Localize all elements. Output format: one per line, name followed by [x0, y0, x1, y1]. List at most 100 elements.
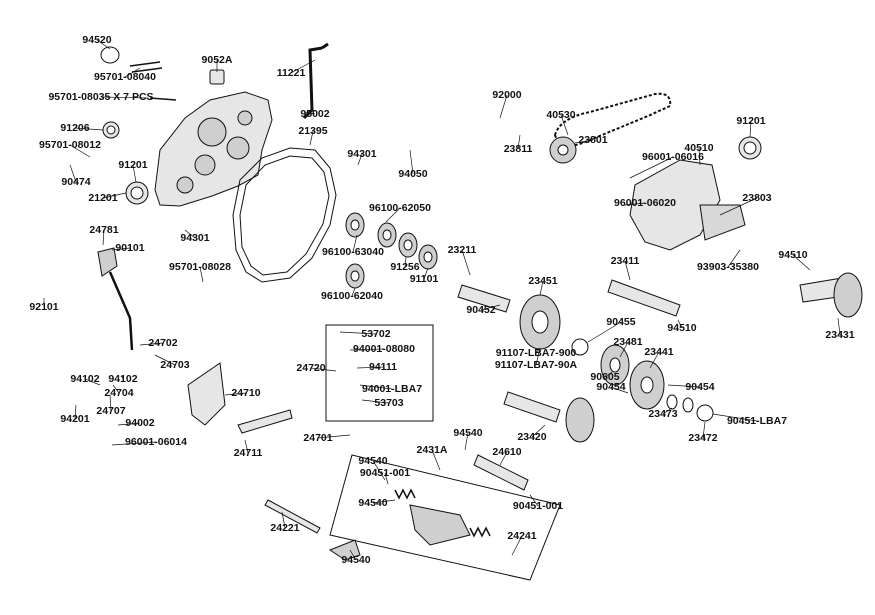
leader-line [517, 134, 521, 150]
leader-line [224, 392, 247, 396]
part-number-label: 23473 [648, 408, 677, 420]
leader-line [610, 386, 629, 394]
gear-23420 [503, 391, 595, 443]
leader-line [349, 549, 357, 561]
part-number-label: 90101 [115, 242, 144, 254]
leader-line [792, 254, 811, 271]
leader-line [139, 342, 164, 346]
part-number-label: 90454 [685, 381, 714, 393]
leader-line [727, 249, 741, 268]
part-number-label: 24720 [296, 362, 325, 374]
leader-line [102, 229, 105, 246]
part-number-label: 92000 [492, 89, 521, 101]
leader-line [464, 432, 469, 451]
part-number-label: 23441 [644, 346, 673, 358]
leader-line [361, 399, 390, 404]
shaft-23411 [607, 279, 681, 317]
leader-line [511, 535, 523, 556]
leader-line [385, 207, 401, 223]
part-number-label: 91201 [736, 115, 765, 127]
output-shaft-23431 [799, 272, 863, 318]
leader-line [539, 280, 544, 296]
leader-line [290, 59, 316, 74]
part-number-label: 94001-08080 [353, 343, 415, 355]
leader-line [74, 127, 104, 131]
leader-line [304, 111, 316, 115]
part-number-label: 21201 [88, 192, 117, 204]
bolts-95701 [129, 61, 177, 101]
springs-90451 [394, 488, 491, 538]
part-number-label: 24703 [160, 359, 189, 371]
leader-line [404, 256, 407, 268]
leader-line [698, 147, 701, 166]
part-number-label: 23411 [611, 255, 640, 267]
part-number-label: 95002 [300, 108, 329, 120]
part-number-label: 94540 [358, 455, 387, 467]
leader-line [109, 394, 112, 412]
leader-line [100, 96, 149, 99]
leader-line [702, 421, 706, 439]
leader-line [372, 460, 386, 481]
leader-line [111, 247, 131, 251]
leader-line [309, 130, 314, 146]
part-number-label: 91101 [410, 273, 439, 285]
part-number-label: 24710 [231, 387, 260, 399]
part-number-label: 90452 [466, 304, 495, 316]
part-number-label: 94001-LBA7 [362, 383, 422, 395]
part-number-label: 94301 [180, 232, 209, 244]
gear-23451 [519, 294, 561, 350]
leader-line [132, 164, 137, 183]
part-number-label: 94510 [778, 249, 807, 261]
leader-line [480, 304, 501, 311]
part-number-label: 91206 [60, 122, 89, 134]
leader-line [409, 149, 414, 175]
part-number-label: 9052A [202, 54, 233, 66]
leader-line [281, 511, 286, 529]
leader-line [662, 407, 673, 415]
shaft-23211 [457, 284, 511, 313]
part-number-label: 95701-08028 [169, 261, 231, 273]
leader-line [357, 153, 363, 166]
part-number-label: 94301 [347, 148, 376, 160]
part-number-label: 95701-08040 [94, 71, 156, 83]
part-number-label: 94540 [358, 497, 387, 509]
dipstick-tube [302, 42, 329, 120]
cover-gasket [232, 147, 337, 283]
leader-line [619, 341, 629, 358]
leader-line [461, 249, 471, 276]
leader-line [649, 351, 660, 369]
leader-line [117, 422, 141, 426]
part-number-label: 2431A [417, 444, 448, 456]
part-number-label: 23811 [504, 143, 533, 155]
part-number-label: 94201 [60, 413, 89, 425]
part-number-label: 23803 [742, 192, 771, 204]
leader-line [587, 321, 622, 343]
part-number-label: 90605 [590, 371, 619, 383]
shift-fork-24221 [328, 539, 361, 561]
seal-21201 [125, 181, 149, 205]
washers [571, 338, 714, 422]
part-number-label: 23211 [448, 244, 477, 256]
leader-line [356, 366, 384, 369]
leader-line [121, 375, 124, 380]
part-number-label: 91107-LBA7-900 [496, 347, 577, 359]
shift-fork-frame [329, 454, 561, 581]
leader-line [372, 499, 396, 504]
leader-line [535, 347, 541, 366]
part-number-label: 96100-62040 [321, 290, 383, 302]
leader-line [837, 317, 841, 336]
part-number-label: 23451 [528, 275, 557, 287]
part-number-label: 96001-06016 [642, 151, 704, 163]
leader-line [111, 441, 157, 446]
leader-line [359, 384, 393, 390]
part-number-label: 24711 [234, 447, 263, 459]
part-number-label: 40530 [546, 109, 575, 121]
part-number-label: 90474 [61, 176, 90, 188]
part-number-label: 96100-63040 [322, 246, 384, 258]
circlip-94520 [100, 46, 120, 64]
leader-line [244, 439, 249, 454]
bracket-24710 [187, 362, 226, 426]
part-number-label: 90451-001 [360, 467, 410, 479]
leader-line [384, 472, 389, 485]
part-number-label: 23420 [517, 431, 546, 443]
